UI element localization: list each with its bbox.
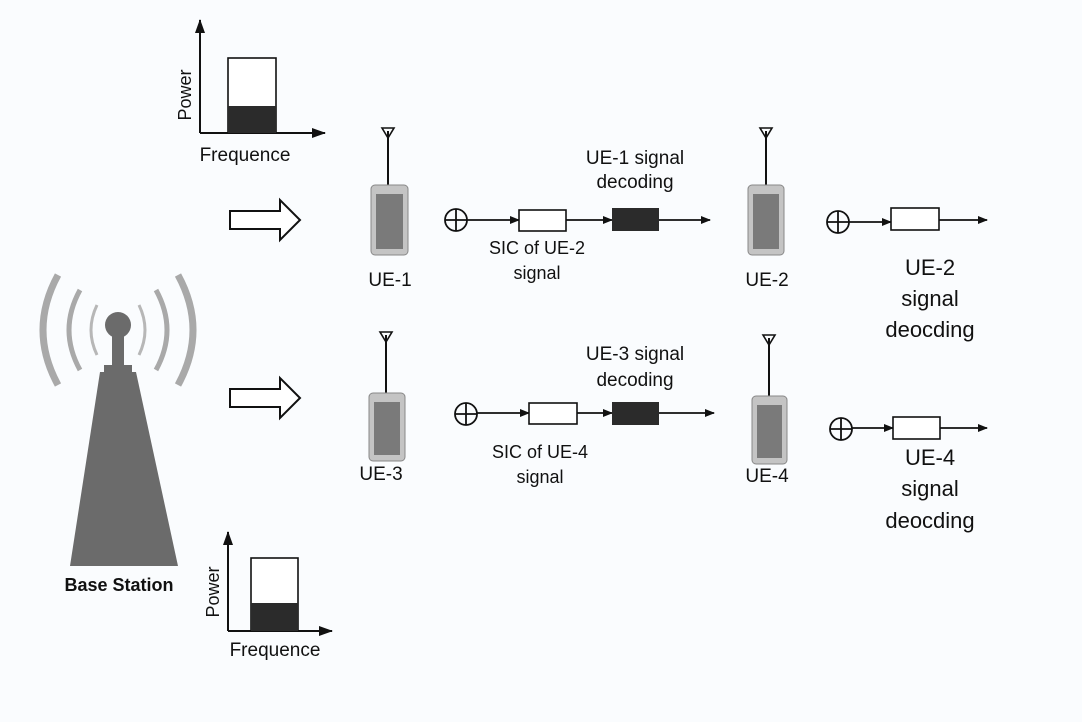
ue-4-label: UE-4 (745, 466, 789, 487)
ue-1-decode-label-line1: UE-1 signal (585, 148, 685, 169)
radio-wave-left-inner (89, 304, 99, 356)
power-chart-top (195, 19, 326, 138)
phone-icon (370, 127, 409, 256)
ue-4-decode-label-line3: deocding (885, 508, 975, 533)
power-chart-bottom-xlabel: Frequence (229, 640, 321, 661)
block-arrow-icon (229, 197, 302, 243)
power-chart-top-ylabel: Power (175, 69, 195, 120)
ue-1-label: UE-1 (368, 270, 412, 291)
radio-wave-left-middle (66, 288, 83, 372)
row2-chain (454, 402, 988, 441)
sic-ue-4-label-line2: signal (516, 467, 564, 487)
ue-3-decode-label-line1: UE-3 signal (585, 344, 685, 365)
decode-block (612, 208, 659, 231)
radio-wave-right-outer (174, 273, 197, 387)
ue-2-label: UE-2 (745, 270, 789, 291)
tower-antenna-head (105, 312, 131, 338)
circled-plus-icon (829, 417, 853, 441)
base-station-tower-icon (39, 273, 197, 566)
radio-wave-right-inner (137, 304, 147, 356)
sic-block (518, 209, 567, 232)
row1-chain (444, 207, 988, 234)
sic-ue-4-label-line1: SIC of UE-4 (491, 442, 589, 462)
tower-neck (112, 335, 124, 367)
circled-plus-icon (454, 402, 478, 426)
radio-wave-left-outer (39, 273, 62, 387)
antenna-icon (380, 127, 396, 140)
sic-block (892, 416, 941, 440)
power-chart-bottom-ylabel: Power (203, 566, 223, 617)
ue-4-decode-label-line2: signal (901, 476, 959, 501)
phone-icon (747, 127, 785, 256)
ue-2-decode-label-line1: UE-2 (904, 255, 956, 280)
sic-block (890, 207, 940, 231)
block-arrow-icon (229, 375, 302, 421)
ue-3-decode-label-line2: decoding (596, 370, 674, 391)
phone-icon (368, 331, 406, 462)
sic-ue-2-label-line2: signal (513, 263, 561, 283)
tower-collar (104, 365, 132, 372)
antenna-icon (758, 127, 774, 140)
decode-block (612, 402, 659, 425)
ue-3-label: UE-3 (359, 464, 403, 485)
power-bar-low (251, 603, 298, 631)
phone-icon (751, 334, 788, 465)
sic-block (528, 402, 578, 425)
ue-2-decode-label-line3: deocding (885, 317, 975, 342)
sic-ue-2-label-line1: SIC of UE-2 (488, 238, 586, 258)
ue-1-decode-label-line2: decoding (596, 172, 674, 193)
power-bar-low (228, 106, 276, 133)
ue-2-decode-label-line2: signal (901, 286, 959, 311)
base-station-label: Base Station (64, 575, 174, 595)
antenna-icon (761, 334, 777, 347)
ue-4-decode-label-line1: UE-4 (904, 445, 956, 470)
antenna-icon (378, 331, 394, 344)
power-chart-bottom (223, 531, 333, 636)
tower-body (70, 372, 178, 566)
power-chart-top-xlabel: Frequence (199, 145, 291, 166)
circled-plus-icon (444, 208, 468, 232)
radio-wave-right-middle (153, 288, 170, 372)
circled-plus-icon (826, 210, 850, 234)
